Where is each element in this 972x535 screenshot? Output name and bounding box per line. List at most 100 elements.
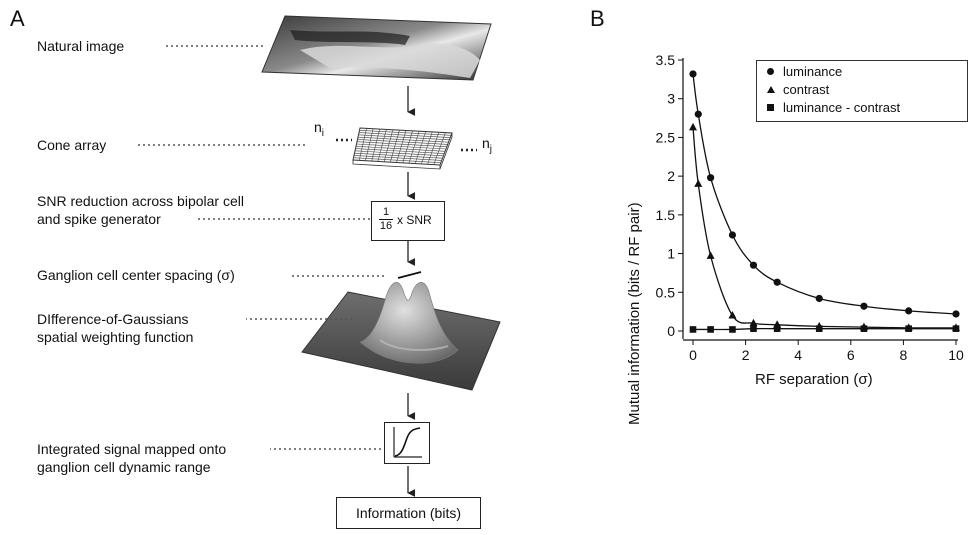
snr-fraction: 1 16 xyxy=(379,206,393,233)
legend-item-luminance: luminance xyxy=(767,64,842,79)
legend-square-icon xyxy=(767,104,774,111)
dog-surface-graphic xyxy=(301,281,501,391)
point-contrast xyxy=(694,179,703,187)
nj-subscript: j xyxy=(489,143,493,155)
legend-label-luminance-contrast: luminance - contrast xyxy=(783,100,901,115)
point-luminance xyxy=(707,174,715,182)
cone-grid-line xyxy=(353,155,442,161)
point-luminance xyxy=(773,278,781,286)
cone-grid-line xyxy=(427,132,440,165)
legend-item-luminance-contrast: luminance - contrast xyxy=(767,100,900,115)
point-luminance xyxy=(728,231,737,239)
information-label: Information (bits) xyxy=(355,505,462,521)
label-nj: nj xyxy=(482,134,492,159)
dynamic-range-box xyxy=(384,422,430,464)
point-luminance-contrast xyxy=(689,326,697,333)
chart-legend: luminance contrast luminance - contrast xyxy=(756,60,968,122)
dynamic-range-icon xyxy=(393,427,422,458)
point-luminance-contrast xyxy=(952,325,960,332)
legend-triangle-icon xyxy=(767,86,775,93)
y-tick-label: 2.5 xyxy=(656,129,676,145)
ni-subscript: i xyxy=(321,127,325,139)
point-contrast xyxy=(749,318,758,327)
label-snr-line1: SNR reduction across bipolar cell xyxy=(37,193,244,209)
cone-grid-line xyxy=(414,131,426,164)
point-luminance-contrast xyxy=(750,325,757,332)
snr-denominator: 16 xyxy=(379,220,393,232)
cone-grid-line xyxy=(353,157,441,164)
panel-label-b: B xyxy=(590,6,605,31)
point-luminance-contrast xyxy=(905,325,912,332)
chart-series xyxy=(689,70,960,333)
cone-grid-line xyxy=(421,131,433,165)
panel-label-a: A xyxy=(10,6,25,31)
snr-numerator: 1 xyxy=(379,206,393,220)
cone-array-grid xyxy=(352,127,453,170)
point-contrast xyxy=(728,311,737,319)
y-tick-label: 1.5 xyxy=(656,207,676,223)
chart-axes: 0 0.5 1 1.5 2 2.5 3 3.5 0 2 4 6 8 10 xyxy=(656,52,964,363)
y-tick-label: 0.5 xyxy=(656,284,676,300)
series-line-contrast xyxy=(692,127,957,329)
series-line-luminance xyxy=(692,73,957,315)
point-luminance xyxy=(952,310,960,318)
y-tick-label: 3 xyxy=(667,91,675,107)
cone-grid-line xyxy=(354,150,444,157)
point-luminance xyxy=(749,261,758,269)
snr-suffix: x SNR xyxy=(397,213,432,227)
label-integrated-line2: ganglion cell dynamic range xyxy=(37,459,211,475)
point-luminance-contrast xyxy=(729,326,736,333)
snr-box: 1 16 x SNR xyxy=(371,201,445,241)
label-snr-line2: and spike generator xyxy=(37,211,161,227)
point-luminance xyxy=(689,70,697,78)
x-tick-label: 6 xyxy=(847,347,855,363)
cone-grid-line xyxy=(356,143,447,150)
y-tick-label: 0 xyxy=(667,323,675,339)
cone-grid-line xyxy=(355,148,445,154)
cone-grid-line xyxy=(433,132,446,165)
point-luminance xyxy=(905,307,913,315)
point-luminance-contrast xyxy=(773,325,781,332)
label-spacing: Ganglion cell center spacing (σ) xyxy=(37,267,235,283)
y-tick-label: 1 xyxy=(667,246,675,262)
legend-item-contrast: contrast xyxy=(767,82,829,97)
cone-array-edge xyxy=(352,160,441,170)
point-contrast xyxy=(706,251,715,259)
legend-circle-icon xyxy=(767,68,774,75)
label-dog-line2: spatial weighting function xyxy=(37,329,194,345)
x-tick-label: 0 xyxy=(689,347,697,363)
y-tick-label: 2 xyxy=(667,168,675,184)
point-luminance xyxy=(694,110,702,118)
label-cone-array: Cone array xyxy=(37,137,107,153)
nj-letter: n xyxy=(482,135,490,151)
information-box: Information (bits) xyxy=(336,497,481,529)
label-natural-image: Natural image xyxy=(37,38,125,54)
point-luminance-contrast xyxy=(707,326,714,333)
point-luminance xyxy=(860,302,868,310)
point-contrast xyxy=(689,122,697,131)
spacing-bar xyxy=(397,271,422,279)
cone-array-edge xyxy=(439,133,453,170)
point-luminance xyxy=(815,294,823,303)
x-tick-label: 10 xyxy=(948,347,964,363)
cone-grid-line xyxy=(408,131,420,164)
y-tick-label: 3.5 xyxy=(656,52,676,68)
label-integrated-line1: Integrated signal mapped onto xyxy=(37,441,227,457)
label-ni: ni xyxy=(314,118,324,143)
cone-grid-line xyxy=(354,152,443,159)
legend-label-contrast: contrast xyxy=(783,82,830,97)
point-luminance-contrast xyxy=(860,325,868,332)
chart-xlabel: RF separation (σ) xyxy=(755,371,873,388)
x-tick-label: 8 xyxy=(900,347,908,363)
label-dog-line1: DIfference-of-Gaussians xyxy=(37,311,189,327)
x-tick-label: 4 xyxy=(794,347,802,363)
legend-label-luminance: luminance xyxy=(783,64,843,79)
natural-image-graphic xyxy=(261,15,492,81)
cone-grid-line xyxy=(355,145,446,152)
chart-ylabel: Mutual information (bits / RF pair) xyxy=(626,202,643,425)
cone-grid-line xyxy=(402,130,413,163)
point-luminance-contrast xyxy=(815,325,823,332)
x-tick-label: 2 xyxy=(742,347,750,363)
